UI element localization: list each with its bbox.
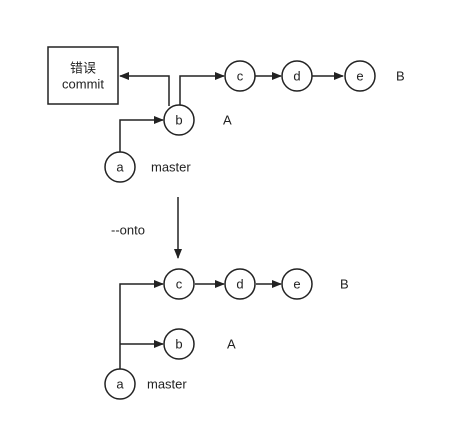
before-diagram: 错误 commit a b c d e master <box>47 46 405 183</box>
branch-label-master: master <box>151 160 191 175</box>
commit-e-label: e <box>293 277 300 292</box>
commit-c-label: c <box>176 277 183 292</box>
commit-node-a: a <box>104 151 136 183</box>
commit-node-c: c <box>224 60 256 92</box>
commit-node-d: d <box>224 268 256 300</box>
commit-node-a: a <box>104 368 136 400</box>
edge-a-to-b <box>119 116 164 152</box>
onto-label: --onto <box>111 223 145 238</box>
commit-node-d: d <box>281 60 313 92</box>
error-commit-box: 错误 commit <box>47 46 119 105</box>
commit-d-label: d <box>293 69 300 84</box>
branch-label-a: A <box>223 113 232 128</box>
edge-a-to-c <box>119 280 164 369</box>
error-box-line1: 错误 <box>70 61 96 76</box>
commit-e-label: e <box>356 69 363 84</box>
commit-b-label: b <box>175 337 182 352</box>
edge-b-to-c <box>179 72 225 106</box>
commit-node-c: c <box>163 268 195 300</box>
commit-node-b: b <box>163 104 195 136</box>
edge-b-to-error <box>119 72 170 106</box>
commit-a-label: a <box>116 160 124 175</box>
commit-c-label: c <box>237 69 244 84</box>
error-box-line2: commit <box>62 77 104 92</box>
branch-label-master: master <box>147 377 187 392</box>
onto-operation: --onto <box>111 197 182 259</box>
branch-label-b: B <box>340 277 349 292</box>
commit-a-label: a <box>116 377 124 392</box>
after-diagram: a b c d e master A B <box>104 268 349 400</box>
commit-node-e: e <box>344 60 376 92</box>
commit-node-e: e <box>281 268 313 300</box>
commit-node-b: b <box>163 328 195 360</box>
commit-b-label: b <box>175 113 182 128</box>
branch-label-a: A <box>227 337 236 352</box>
branch-label-b: B <box>396 69 405 84</box>
commit-d-label: d <box>236 277 243 292</box>
